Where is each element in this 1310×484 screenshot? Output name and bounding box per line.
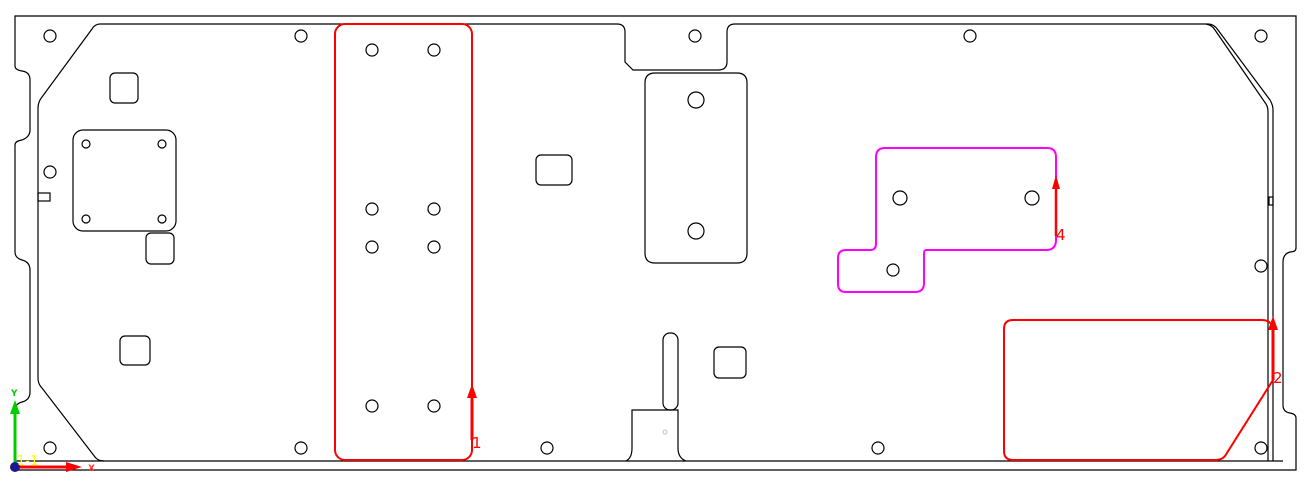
y-arrow-icon xyxy=(10,400,20,414)
contour-4[interactable]: 4 xyxy=(837,147,1066,293)
arrow-head-icon xyxy=(1268,316,1278,330)
slot xyxy=(662,332,679,411)
x-arrow-icon xyxy=(66,462,82,472)
square-pocket xyxy=(119,335,151,366)
arrow-head-icon xyxy=(1052,175,1060,189)
square-pocket xyxy=(109,72,139,104)
x-axis-label: X xyxy=(88,464,95,474)
plate-left-edge xyxy=(37,23,105,462)
square-pocket xyxy=(535,154,573,186)
contour-label-2: 2 xyxy=(1273,369,1283,387)
contour-label-1: 1 xyxy=(472,434,482,452)
small-tab xyxy=(37,192,51,202)
contour-1[interactable]: 1 xyxy=(334,23,482,461)
plate-right-chamfer-inner xyxy=(1205,23,1269,461)
stock-outline xyxy=(14,15,1297,471)
bottom-tab xyxy=(625,409,687,462)
origin-label: 1-1 xyxy=(17,454,38,469)
square-pocket xyxy=(713,346,747,379)
plate-outline xyxy=(100,23,1274,461)
small-tab xyxy=(1268,196,1274,206)
contour-2[interactable]: 2 xyxy=(1003,316,1283,461)
square-plate xyxy=(72,129,177,232)
holes xyxy=(43,29,1268,455)
origin-icon xyxy=(10,462,20,472)
arrow-head-icon xyxy=(467,384,477,398)
y-axis-label: Y xyxy=(10,389,18,399)
contour-label-4: 4 xyxy=(1056,226,1066,244)
square-pocket xyxy=(145,232,175,265)
axis-triad: Y X 1-1 xyxy=(10,389,95,474)
top-notch-pocket xyxy=(644,72,748,264)
